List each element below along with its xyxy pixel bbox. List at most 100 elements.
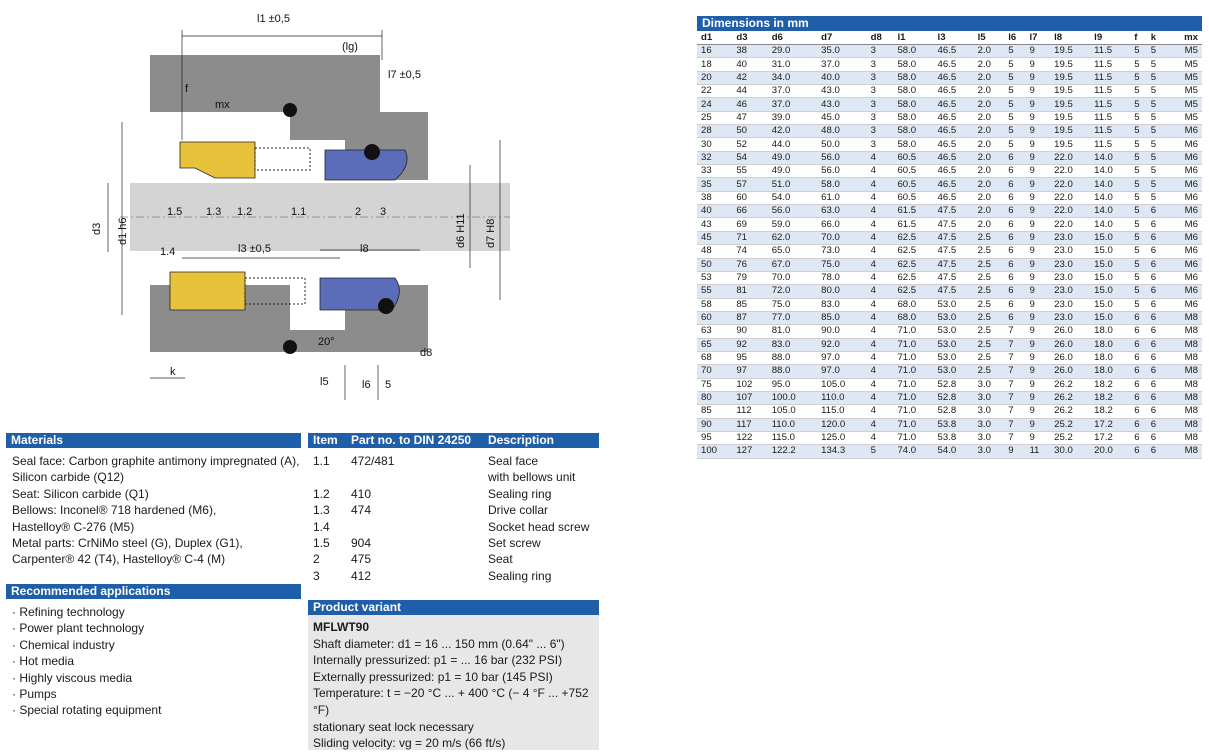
label-1-2: 1.2 (237, 206, 252, 218)
dimension-cell: 5 (1146, 137, 1164, 152)
dimension-cell: 25.2 (1050, 418, 1091, 432)
dimension-cell: 2.5 (973, 284, 1005, 299)
dimension-cell: 52.8 (933, 378, 974, 392)
dimension-cell: 3 (866, 71, 894, 86)
dimension-cell: 53.0 (933, 298, 974, 312)
dimension-cell: 7 (1004, 418, 1026, 432)
dimension-cell: 14.0 (1090, 191, 1131, 206)
dimension-cell: 6 (1130, 311, 1147, 326)
dimension-cell: 97.0 (817, 351, 867, 366)
dimension-cell: 58.0 (893, 44, 934, 59)
dimension-cell: 26.0 (1050, 338, 1091, 352)
dimension-cell: 5 (1004, 57, 1026, 72)
dimension-cell: 3.0 (973, 391, 1005, 406)
dimension-cell: 11 (1025, 444, 1051, 459)
dimension-cell: 2.5 (973, 311, 1005, 326)
items-table: Item Part no. to DIN 24250 Description 1… (308, 433, 599, 584)
dimension-cell: 5 (1004, 137, 1026, 152)
dimension-cell: 5 (1146, 164, 1164, 179)
dimension-cell: 9 (1025, 97, 1051, 112)
dimension-cell: 81.0 (767, 324, 818, 339)
dimension-cell: 18.0 (1090, 364, 1131, 379)
dimension-cell: 58 (697, 298, 733, 312)
item-cell: 1.5 (313, 536, 330, 551)
application-item: · Pumps (12, 687, 57, 702)
dimension-cell: 61.0 (817, 191, 867, 206)
dimension-cell: M8 (1163, 431, 1202, 446)
dimension-cell: 53.0 (933, 351, 974, 366)
label-l3: l3 ±0,5 (238, 243, 271, 255)
variant-line: Sliding velocity: vg = 20 m/s (66 ft/s) (313, 736, 506, 751)
dimension-cell: 49.0 (767, 151, 818, 166)
dimension-cell: 9 (1025, 351, 1051, 366)
dimension-cell: 23.0 (1050, 311, 1091, 326)
dimension-cell: 5 (1146, 71, 1164, 86)
dimension-cell: 81 (732, 284, 768, 299)
dimension-cell: 14.0 (1090, 217, 1131, 232)
dimension-column-header: d1 (697, 31, 733, 45)
dimension-cell: 54.0 (933, 444, 974, 459)
materials-list: Seal face: Carbon graphite antimony impr… (6, 448, 301, 568)
dimension-column-header: d6 (767, 31, 818, 45)
dimension-cell: 18.0 (1090, 324, 1131, 339)
variant-line: stationary seat lock necessary (313, 719, 474, 734)
dimension-cell: 5 (1130, 137, 1147, 152)
dimension-column-header: l7 (1025, 31, 1051, 45)
dimension-cell: 4 (866, 404, 894, 419)
dimension-cell: 65 (697, 338, 733, 352)
dimension-cell: M5 (1163, 71, 1202, 86)
item-cell: Sealing ring (488, 486, 552, 501)
dimension-cell: 34.0 (767, 71, 818, 86)
dimension-cell: 6 (1004, 217, 1026, 232)
dimension-cell: 53.0 (933, 311, 974, 326)
dimension-cell: 9 (1025, 431, 1051, 446)
dimension-cell: 6 (1146, 271, 1164, 286)
dimension-cell: 22.0 (1050, 191, 1091, 206)
dimension-cell: 87 (732, 311, 768, 326)
dimension-cell: 72.0 (767, 284, 818, 299)
dimension-cell: 9 (1025, 71, 1051, 86)
dimension-cell: 2.0 (973, 177, 1005, 192)
dimension-cell: 5 (1146, 191, 1164, 206)
dimension-column-header: l3 (933, 31, 974, 45)
dimension-cell: 6 (1130, 404, 1147, 419)
dimension-cell: 6 (1004, 191, 1026, 206)
dimension-cell: 3 (866, 57, 894, 72)
dimension-cell: 58.0 (893, 137, 934, 152)
dimension-cell: 92.0 (817, 338, 867, 352)
dimension-cell: 9 (1025, 124, 1051, 139)
housing-top (150, 55, 428, 180)
dimension-cell: 6 (1146, 391, 1164, 406)
drive-collar-bottom (169, 271, 246, 311)
dimension-cell: 26.2 (1050, 391, 1091, 406)
dimension-cell: M6 (1163, 231, 1202, 246)
item-cell: Seat (488, 552, 513, 567)
dimension-cell: 11.5 (1090, 124, 1131, 139)
dimension-cell: 4 (866, 244, 894, 259)
dimension-cell: 6 (1146, 311, 1164, 326)
dimension-cell: 47.5 (933, 204, 974, 219)
dimension-cell: 60 (697, 311, 733, 326)
variant-line: Temperature: t = −20 °C ... + 400 °C (− … (313, 686, 589, 717)
dimension-cell: 5 (1130, 124, 1147, 139)
dimension-cell: 23.0 (1050, 244, 1091, 259)
dimension-cell: 2.0 (973, 204, 1005, 219)
dimension-cell: 23.0 (1050, 298, 1091, 312)
dimension-cell: 5 (1146, 57, 1164, 72)
dimension-cell: M6 (1163, 217, 1202, 232)
dimension-cell: 2.0 (973, 151, 1005, 166)
dimension-cell: 11.5 (1090, 44, 1131, 59)
dimension-cell: 6 (1130, 391, 1147, 406)
dimension-cell: M6 (1163, 124, 1202, 139)
label-f: f (185, 83, 189, 95)
dimension-cell: 56.0 (817, 151, 867, 166)
dimension-cell: 71.0 (893, 378, 934, 392)
